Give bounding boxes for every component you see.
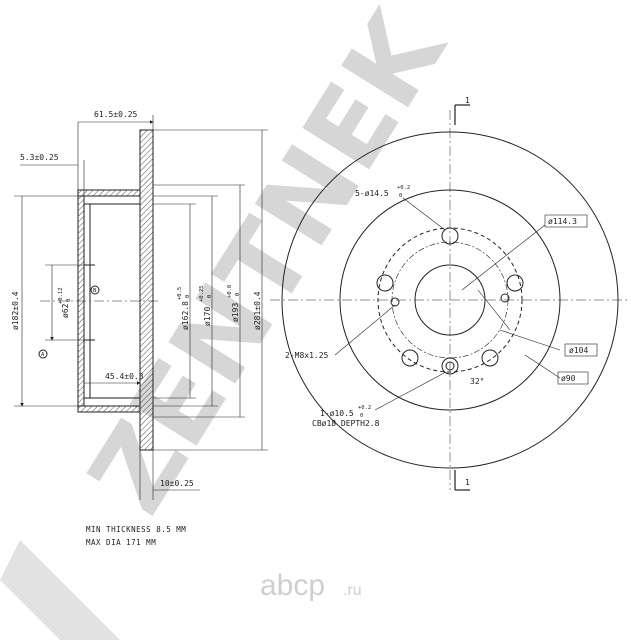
hat-wall-bottom: [77, 405, 141, 413]
hub-dia-tol: +0.5: [177, 287, 183, 300]
min-thickness-note: MIN THICKNESS 8.5 MM: [86, 525, 186, 534]
side-section-view: [14, 115, 268, 500]
dia-193-dim: ø193: [231, 303, 240, 322]
hat-wall-top: [77, 189, 141, 197]
dia-281-dim: ø281±0.4: [253, 291, 262, 330]
bolt-hole: [401, 349, 419, 367]
angle-dim: 32°: [470, 377, 484, 386]
flange-dim: 5.3±0.25: [20, 153, 59, 162]
center-bore-tol: +0.12: [58, 287, 64, 304]
dia-170-tol2: 0: [207, 295, 213, 298]
bolt-hole: [441, 227, 459, 245]
logo-domain: .ru: [343, 582, 362, 599]
bolt-holes-tol2: 0: [399, 193, 402, 199]
outer-ring-dia-dim: ø182±0.4: [11, 291, 20, 330]
pcd-label-box: [544, 214, 588, 228]
datum-a-label: A: [41, 352, 45, 358]
dia-170-dim: ø170: [203, 307, 212, 326]
abcp-logo: abcp .ru: [260, 569, 362, 602]
front-view-labels: 5-ø14.5 +0.2 0 ø114.3 2-M8x1.25 ø104 ø90…: [285, 96, 588, 487]
pin-hole-tol: +0.2: [358, 405, 371, 411]
logo-name: abcp: [260, 569, 325, 602]
thickness-dim: 10±0.25: [160, 479, 194, 488]
friction-ring-section: [139, 129, 154, 451]
center-bore-dim: ø62: [61, 303, 70, 318]
thread-hole: [500, 293, 510, 303]
thread-hole: [390, 297, 400, 307]
d90-dim: ø90: [561, 374, 576, 383]
notes: MIN THICKNESS 8.5 MM MAX DIA 171 MM: [86, 525, 186, 547]
bolt-hole: [506, 274, 524, 292]
pcd-dim: ø114.3: [548, 217, 577, 226]
max-dia-note: MAX DIA 171 MM: [86, 538, 156, 547]
depth-dim: 45.4±0.3: [105, 372, 144, 381]
datum-b-circle: [90, 285, 100, 295]
hub-dia-tol2: 0: [185, 295, 191, 298]
datum-a-circle: [38, 349, 48, 359]
pin-hole-tol2: 0: [360, 413, 363, 419]
bolt-hole: [376, 274, 394, 292]
bolt-holes-tol: +0.2: [397, 185, 410, 191]
section-mark-top: 1: [465, 96, 470, 105]
pin-hole-inner: [445, 361, 455, 371]
watermark-text: ZENTNEK: [66, 0, 470, 534]
section-mark-bottom: 1: [465, 478, 470, 487]
d104-label-box: [564, 343, 598, 357]
center-bore-tol2: 0: [66, 299, 72, 302]
thread-dim: 2-M8x1.25: [285, 351, 329, 360]
watermark-chevron: [0, 540, 120, 640]
dia-170-tol: +0.25: [199, 285, 205, 302]
width-dim: 61.5±0.25: [94, 110, 138, 119]
front-view: [270, 104, 630, 491]
pin-hole: [441, 357, 459, 375]
pin-hole-dim: 1-ø10.5: [320, 409, 354, 418]
bolt-holes: [376, 227, 524, 375]
d90-label-box: [557, 371, 589, 385]
side-view-labels: 61.5±0.25 5.3±0.25 ø182±0.4 ø62 +0.12 0 …: [11, 110, 262, 488]
datum-b-label: B: [93, 288, 97, 294]
d104-dim: ø104: [569, 346, 588, 355]
dia-193-tol2: 0: [235, 293, 241, 296]
bolt-holes-dim: 5-ø14.5: [355, 189, 389, 198]
hub-dia-dim: ø162.8: [181, 301, 190, 330]
bolt-hole: [481, 349, 499, 367]
dia-193-tol: +0.8: [227, 285, 233, 298]
counterbore-dim: CBø18 DEPTH2.8: [312, 419, 380, 428]
